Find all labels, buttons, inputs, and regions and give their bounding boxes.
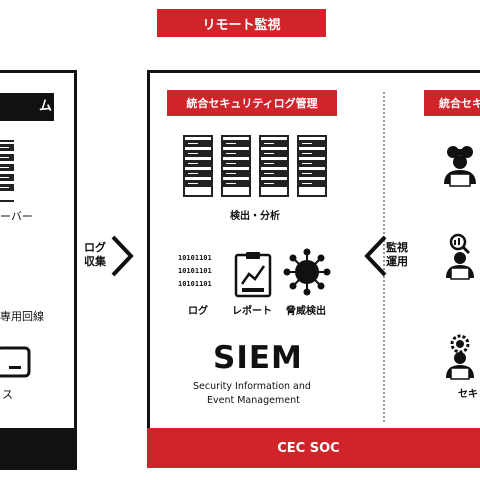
monitoring-operation-line1: 監視 <box>386 241 408 254</box>
log-label: ログ <box>188 306 208 317</box>
right-bottom-label: セキ <box>458 389 478 400</box>
left-device-label: ス <box>2 388 13 401</box>
log-collection-label: ログ 収集 <box>84 241 106 269</box>
device-icon <box>0 346 31 378</box>
left-chevron-icon <box>364 235 387 277</box>
log-collection-line1: ログ <box>84 241 106 254</box>
siem-server-rack <box>259 135 289 197</box>
right-panel-header: 統合セキ <box>424 90 480 116</box>
left-bottom-bar <box>0 428 74 468</box>
report-icon <box>234 252 272 298</box>
binoculars-operator-icon <box>444 146 476 187</box>
report-label: レポート <box>232 306 272 317</box>
section-divider <box>383 92 385 422</box>
siem-server-rack <box>221 135 251 197</box>
siem-server-rack <box>297 135 327 197</box>
siem-server-rack <box>183 135 213 197</box>
siem-header-text: 統合セキュリティログ管理 <box>186 97 318 110</box>
search-operator-icon <box>446 233 474 280</box>
binary-row: 10101101 <box>178 280 212 288</box>
threat-detection-label: 脅威検出 <box>286 306 326 317</box>
virus-icon <box>283 248 331 296</box>
cec-soc-label: CEC SOC <box>277 440 340 456</box>
remote-monitoring-title: リモート監視 <box>202 17 281 33</box>
left-panel-header: ム <box>0 93 54 121</box>
binary-log-icon: 10101101 10101101 10101101 <box>178 252 220 291</box>
left-server-label: ーバー <box>0 210 33 223</box>
monitoring-operation-line2: 運用 <box>386 255 408 268</box>
log-collection-line2: 収集 <box>84 255 106 268</box>
binary-row: 10101101 <box>178 267 212 275</box>
right-chevron-icon <box>111 235 134 277</box>
left-panel-header-text: ム <box>38 99 52 114</box>
siem-title: SIEM <box>213 340 303 376</box>
detection-analysis-label: 検出・分析 <box>230 211 280 222</box>
siem-header: 統合セキュリティログ管理 <box>167 90 337 116</box>
cec-soc-bar: CEC SOC <box>147 428 480 468</box>
left-server-rack-3 <box>14 140 44 202</box>
siem-subtitle-line2: Event Management <box>207 395 300 406</box>
siem-subtitle-line1: Security Information and <box>193 381 311 392</box>
left-system-panel <box>0 70 77 470</box>
binary-row: 10101101 <box>178 254 212 262</box>
left-line-label: 専用回線 <box>0 310 44 323</box>
monitoring-operation-label: 監視 運用 <box>386 241 408 269</box>
remote-monitoring-banner: リモート監視 <box>157 9 326 37</box>
right-panel-header-text: 統合セキ <box>439 97 480 110</box>
gear-operator-icon <box>446 334 474 380</box>
